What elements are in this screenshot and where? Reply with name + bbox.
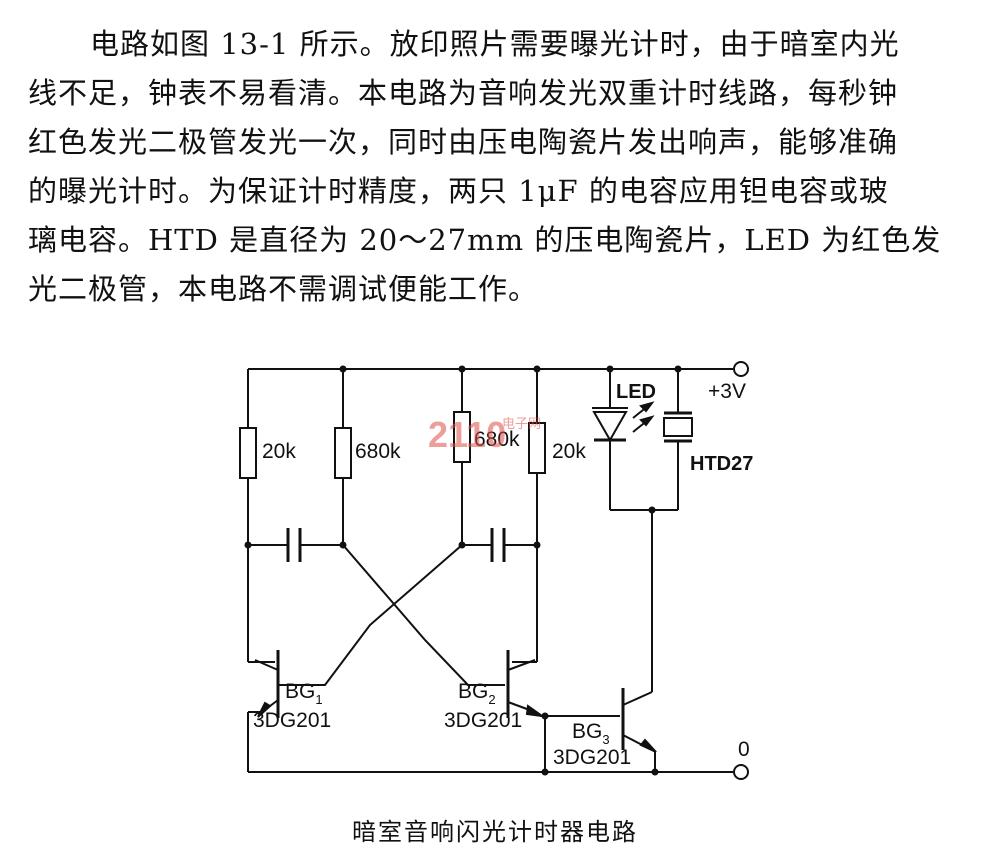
component-labels: 20k 680k 680k 20k LED +3V HTD27 0 BG1 3D… — [253, 380, 753, 769]
label-htd: HTD27 — [690, 453, 753, 475]
label-bg3: BG3 — [572, 720, 610, 747]
cross-coupling — [278, 544, 505, 686]
paragraph-line: 光二极管，本电路不需调试便能工作。 — [28, 272, 539, 306]
ground-rail — [247, 712, 749, 780]
paragraph-line: 红色发光二极管发光一次，同时由压电陶瓷片发出响声，能够准确 — [28, 125, 899, 159]
label-r2: 680k — [355, 440, 401, 463]
transistor-bg1 — [248, 650, 280, 718]
label-bg1: BG1 — [285, 680, 323, 707]
transistor-bg3 — [621, 510, 657, 772]
label-led: LED — [616, 381, 656, 403]
label-r4: 20k — [552, 440, 586, 463]
label-vcc: +3V — [708, 380, 746, 403]
label-gnd: 0 — [738, 738, 750, 761]
led-symbol — [592, 369, 655, 510]
capacitor-c1 — [248, 528, 343, 562]
label-r1: 20k — [262, 440, 296, 463]
output-junction — [610, 506, 678, 514]
htd-piezo — [663, 369, 693, 510]
resistor-r4 — [512, 369, 546, 663]
transistor-bg2 — [506, 650, 545, 718]
paragraph-line: 电路如图 13-1 所示。放印照片需要曝光计时，由于暗室内光 — [90, 27, 900, 61]
label-bg3-model: 3DG201 — [553, 746, 631, 769]
resistor-r3 — [453, 369, 471, 549]
label-r3: 680k — [474, 428, 520, 451]
resistor-r2 — [334, 369, 352, 549]
supply-rail — [248, 361, 749, 377]
paragraph-line: 线不足，钟表不易看清。本电路为音响发光双重计时线路，每秒钟 — [28, 76, 899, 110]
paragraph-line: 璃电容。HTD 是直径为 20～27mm 的压电陶瓷片，LED 为红色发 — [28, 223, 942, 257]
left-rail — [239, 369, 275, 663]
figure-caption: 暗室音响闪光计时器电路 — [352, 818, 638, 846]
capacitor-c2 — [462, 528, 537, 562]
bg2-to-bg3-wire — [541, 712, 620, 772]
label-bg2: BG2 — [458, 680, 496, 707]
label-bg2-model: 3DG201 — [444, 709, 522, 732]
watermark-text: 电子网 — [502, 417, 541, 432]
label-bg1-model: 3DG201 — [253, 709, 331, 732]
paragraph-line: 的曝光计时。为保证计时精度，两只 1μF 的电容应用钽电容或玻 — [28, 174, 889, 208]
watermark-logo: 2110 — [428, 414, 506, 455]
description-paragraph: 电路如图 13-1 所示。放印照片需要曝光计时，由于暗室内光 线不足，钟表不易看… — [28, 20, 973, 314]
